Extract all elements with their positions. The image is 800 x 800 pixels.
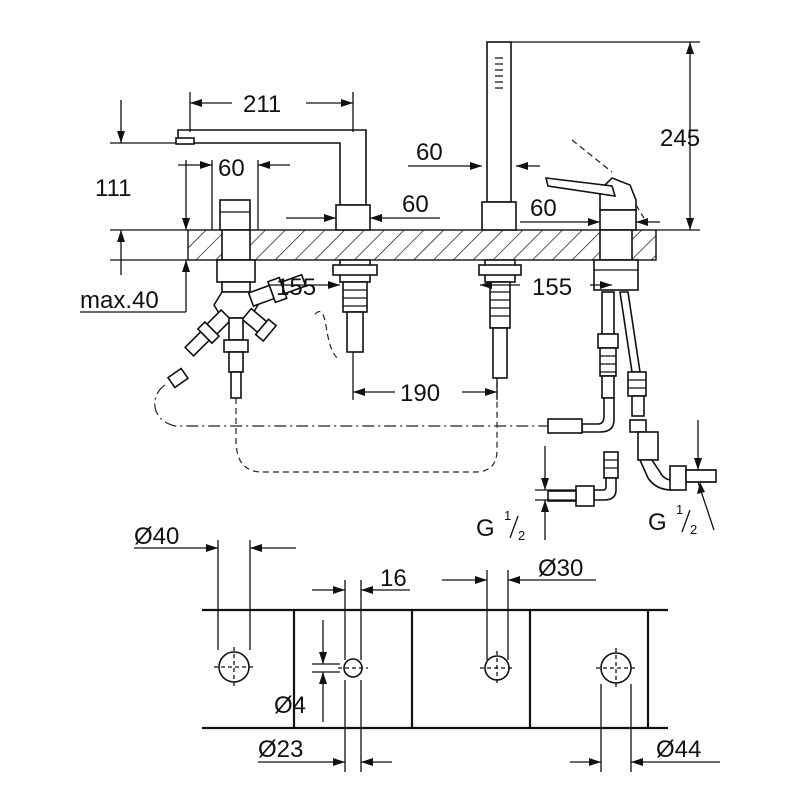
dim-60-valve: 60 (218, 155, 245, 182)
deck-plan-view (202, 608, 668, 730)
hand-shower (478, 41, 522, 379)
spout (175, 129, 378, 353)
hole-30 (480, 651, 514, 685)
dim-dia-30: Ø30 (538, 555, 583, 582)
thread-den-left: 2 (518, 528, 525, 543)
dim-155-right: 155 (532, 274, 572, 301)
thread-label-left: G 1 2 (476, 508, 525, 543)
hole-40 (214, 647, 254, 687)
thread-num-left: 1 (504, 508, 511, 523)
dim-190: 190 (400, 380, 440, 407)
dim-211: 211 (243, 91, 281, 118)
dim-155-left: 155 (276, 274, 316, 301)
diverter-valve (166, 199, 307, 399)
dim-dia-40: Ø40 (134, 523, 179, 550)
dimension-lines-upper (80, 41, 716, 540)
thread-den-right: 2 (690, 522, 697, 537)
dim-max-40: max.40 (80, 287, 159, 314)
thread-num-right: 1 (676, 502, 683, 517)
thread-letter-right: G (648, 509, 667, 536)
deck-section (110, 229, 700, 261)
dim-60-spout-base: 60 (402, 191, 429, 218)
thread-letter-left: G (476, 515, 495, 542)
dim-60-handshower: 60 (416, 139, 443, 166)
dim-dia-4: Ø4 (274, 692, 306, 719)
hose-paths (154, 311, 548, 473)
dim-111: 111 (95, 175, 131, 202)
dimension-lines-lower (134, 540, 720, 772)
dim-dia-23: Ø23 (258, 736, 303, 763)
dim-60-mixer: 60 (530, 195, 557, 222)
hole-44 (596, 648, 636, 688)
thread-label-right: G 1 2 (648, 502, 697, 537)
dimension-labels: 211 111 60 max.40 60 60 60 245 155 155 1… (80, 91, 701, 763)
dim-16: 16 (380, 565, 407, 592)
hole-16 (338, 658, 368, 678)
dim-dia-44: Ø44 (656, 736, 701, 763)
dim-245: 245 (660, 125, 700, 152)
